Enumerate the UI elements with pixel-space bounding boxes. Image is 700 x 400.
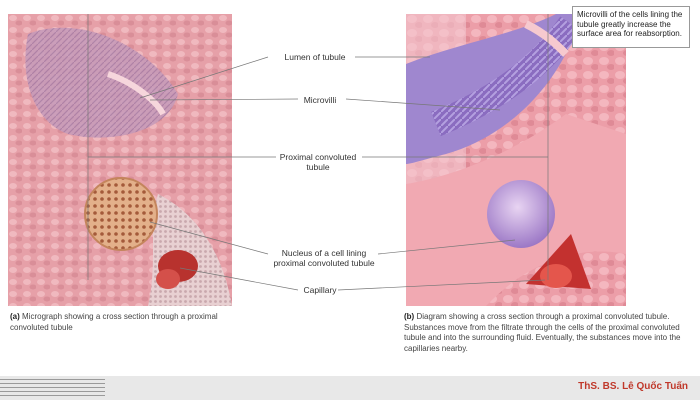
caption-b: (b) Diagram showing a cross section thro… xyxy=(404,312,692,354)
label-lumen: Lumen of tubule xyxy=(284,52,346,62)
microvilli-callout: Microvilli of the cells lining the tubul… xyxy=(572,6,690,48)
caption-a-text: Micrograph showing a cross section throu… xyxy=(10,312,218,332)
caption-b-marker: (b) xyxy=(404,312,415,321)
label-capillary: Capillary xyxy=(303,285,337,295)
label-pct: Proximal convoluted tubule xyxy=(262,152,374,172)
caption-b-text: Diagram showing a cross section through … xyxy=(404,312,681,353)
label-nucleus: Nucleus of a cell lining proximal convol… xyxy=(262,248,386,268)
label-nucleus-line1: Nucleus of a cell lining xyxy=(281,248,367,258)
caption-a: (a) Micrograph showing a cross section t… xyxy=(10,312,235,333)
label-pct-line1: Proximal convoluted xyxy=(279,152,357,162)
diagram-panel xyxy=(406,14,626,306)
footer-bar xyxy=(0,376,700,400)
footer-decoration xyxy=(0,376,105,400)
label-microvilli: Microvilli xyxy=(303,95,337,105)
label-pct-line2: tubule xyxy=(306,162,330,172)
micrograph-panel xyxy=(8,14,232,306)
author-credit: ThS. BS. Lê Quốc Tuấn xyxy=(578,381,688,392)
caption-a-marker: (a) xyxy=(10,312,20,321)
label-nucleus-line2: proximal convoluted tubule xyxy=(273,258,375,268)
